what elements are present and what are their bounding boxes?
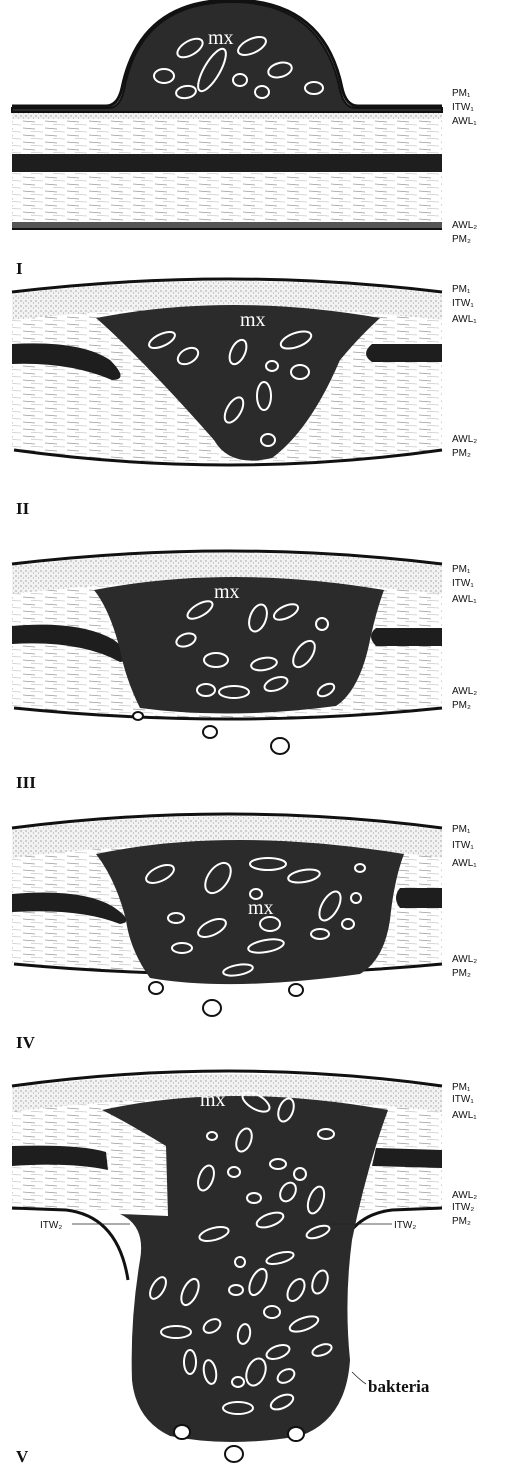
label-pm2: PM₂: [452, 234, 471, 245]
label-awl1: AWL₁: [452, 116, 477, 127]
bacteria-cells: [149, 982, 303, 1016]
outer-wall-layer: [12, 112, 442, 119]
label-awl1: AWL₁: [452, 314, 477, 325]
panel-III: mx PM₁ ITW₁ AWL₁ AWL₂ PM₂ III: [12, 551, 477, 792]
label-itw2-right: ITW₂: [394, 1220, 416, 1231]
label-awl2: AWL₂: [452, 954, 477, 965]
panel-IV: mx PM₁ ITW₁ AWL₁ AWL₂ PM₂ IV: [12, 814, 477, 1052]
label-awl2: AWL₂: [452, 1190, 477, 1201]
right-wall-band: [366, 344, 442, 362]
matrix-label: mx: [248, 897, 274, 919]
label-pm2: PM₂: [452, 700, 471, 711]
panel-V: mx PM₁ ITW₁ AWL₁ AWL₂ ITW₂ PM₂ ITW₂ ITW₂…: [12, 1071, 477, 1466]
label-itw1: ITW₁: [452, 840, 474, 851]
label-pm1: PM₁: [452, 284, 471, 295]
label-pm2: PM₂: [452, 968, 471, 979]
panel-numeral: V: [16, 1447, 29, 1466]
label-awl1: AWL₁: [452, 594, 477, 605]
matrix-label: mx: [214, 581, 240, 603]
panel-numeral: III: [16, 773, 36, 792]
inner-wall-layer: [12, 222, 442, 228]
label-awl1: AWL₁: [452, 858, 477, 869]
label-pm1: PM₁: [452, 564, 471, 575]
left-inner-membrane: [12, 1208, 128, 1280]
bacteria-leader: [352, 1372, 366, 1384]
label-pm1: PM₁: [452, 1082, 471, 1093]
middle-wall-band: [12, 154, 442, 172]
matrix-label: mx: [240, 309, 266, 331]
label-itw2-left: ITW₂: [40, 1220, 62, 1231]
matrix-label: mx: [208, 27, 234, 49]
label-awl2: AWL₂: [452, 686, 477, 697]
label-itw1: ITW₁: [452, 1094, 474, 1105]
label-awl1: AWL₁: [452, 1110, 477, 1121]
panel-I: mx PM₁ ITW₁ AWL₁ AWL₂ PM₂ I: [12, 0, 477, 278]
label-pm2: PM₂: [452, 448, 471, 459]
label-awl2: AWL₂: [452, 220, 477, 231]
label-itw1: ITW₁: [452, 298, 474, 309]
panel-numeral: IV: [16, 1033, 36, 1052]
right-wall-band: [371, 628, 442, 646]
panel-II: mx PM₁ ITW₁ AWL₁ AWL₂ PM₂ II: [12, 279, 477, 518]
label-itw1: ITW₁: [452, 578, 474, 589]
label-pm1: PM₁: [452, 88, 471, 99]
label-itw2: ITW₂: [452, 1202, 474, 1213]
panel-numeral: I: [16, 259, 23, 278]
label-itw1: ITW₁: [452, 102, 474, 113]
bacteria-label: bakteria: [368, 1377, 430, 1396]
panel-numeral: II: [16, 499, 30, 518]
right-wall-band: [396, 888, 442, 908]
right-wall-band: [372, 1148, 442, 1168]
label-awl2: AWL₂: [452, 434, 477, 445]
appressorium-matrix: [12, 2, 442, 112]
label-pm1: PM₁: [452, 824, 471, 835]
label-pm2: PM₂: [452, 1216, 471, 1227]
matrix-label: mx: [200, 1089, 226, 1111]
